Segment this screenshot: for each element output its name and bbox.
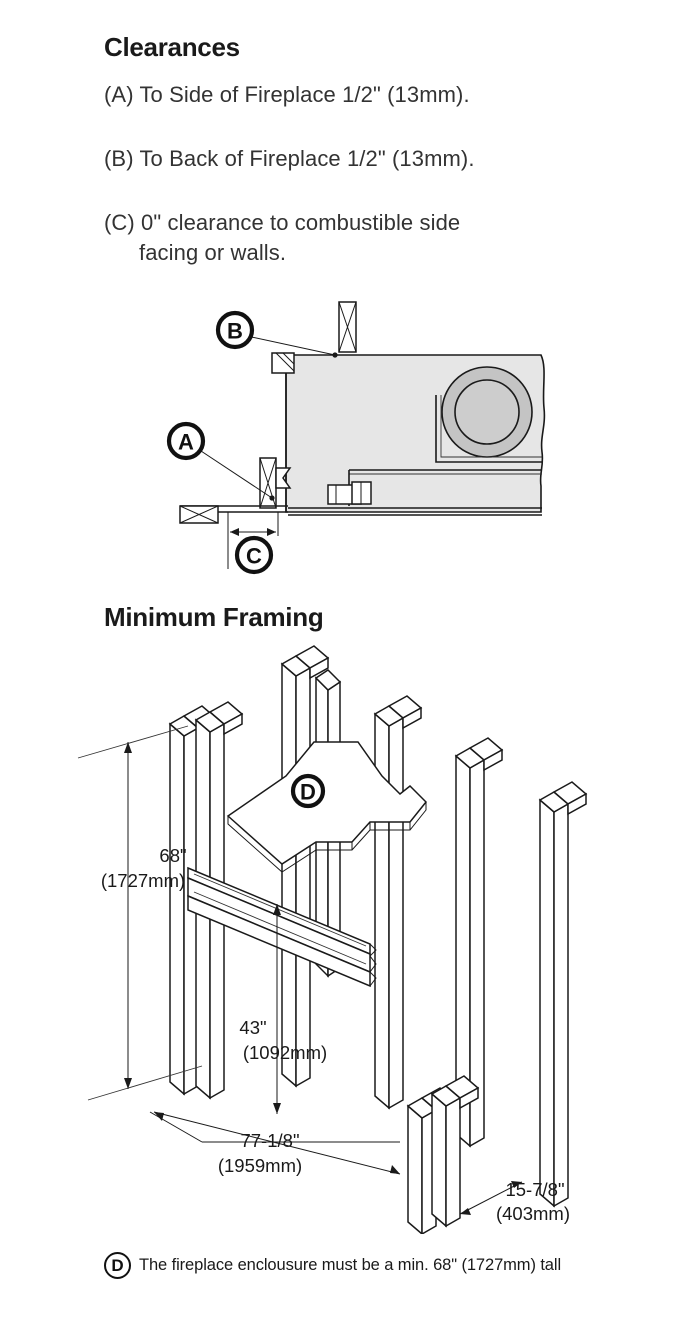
footnote-marker-d: D: [104, 1252, 131, 1279]
minimum-framing-diagram: D 68" (: [77, 645, 588, 1234]
framing-stud-center-right: [373, 695, 423, 1110]
clearance-c-dimension-arrow: [230, 528, 276, 536]
callout-d-label: D: [300, 780, 316, 805]
control-boxes: [327, 481, 372, 505]
dimension-depth-15-imperial: 15-7/8": [505, 1179, 564, 1200]
callout-b: B: [215, 310, 338, 358]
dimension-width-77: 77-1/8" (1959mm): [153, 1111, 401, 1176]
blower-assembly: [441, 366, 533, 458]
clearance-item-c: (C) 0" clearance to combustible side fac…: [104, 208, 624, 268]
framing-stud-right-mid: [454, 737, 504, 1148]
clearance-item-a: (A) To Side of Fireplace 1/2" (13mm).: [104, 82, 470, 107]
clearances-heading: Clearances: [104, 32, 240, 62]
floor-line: [179, 505, 288, 524]
internal-baffle: [435, 395, 542, 463]
footnote-text: The fireplace enclousure must be a min. …: [139, 1256, 562, 1274]
enclosure-top-plate: D: [226, 741, 428, 873]
dimension-opening-43-metric: (1092mm): [243, 1042, 327, 1063]
clearance-item-c-line2: facing or walls.: [139, 240, 287, 265]
clearance-item-b: (B) To Back of Fireplace 1/2" (13mm).: [104, 146, 475, 171]
dimension-height-68-metric: (1727mm): [101, 870, 185, 891]
footnote: D The fireplace enclousure must be a min…: [104, 1252, 561, 1279]
top-standoff-bracket: [271, 352, 295, 374]
callout-b-label: B: [227, 319, 243, 344]
dimension-width-77-imperial: 77-1/8": [240, 1130, 299, 1151]
framing-stud-right-outer: [538, 781, 588, 1208]
side-standoff-clip: [275, 467, 292, 489]
top-stud-cross-section: [338, 301, 357, 353]
callout-c-label: C: [246, 544, 262, 569]
dimension-depth-15-metric: (403mm): [496, 1203, 570, 1224]
dimension-width-77-metric: (1959mm): [218, 1155, 302, 1176]
wall-reference-line: [227, 512, 279, 569]
dimension-height-68: 68" (1727mm): [77, 725, 203, 1101]
dimension-height-68-imperial: 68": [159, 845, 186, 866]
callout-c: C: [234, 535, 274, 575]
clearances-diagram: B A C: [166, 301, 546, 575]
unit-base: [288, 507, 542, 516]
framing-stud-bottom-front-b: [430, 1075, 480, 1228]
clearance-item-c-line1: (C) 0" clearance to combustible side: [104, 210, 461, 235]
callout-a: A: [166, 421, 275, 501]
framing-heading: Minimum Framing: [104, 602, 324, 632]
dimension-depth-15: 15-7/8" (403mm): [459, 1179, 570, 1224]
side-stud-cross-section: [259, 457, 277, 509]
dimension-opening-43-imperial: 43": [239, 1017, 266, 1038]
callout-a-label: A: [178, 430, 194, 455]
dimension-opening-43: 43" (1092mm): [239, 904, 327, 1114]
